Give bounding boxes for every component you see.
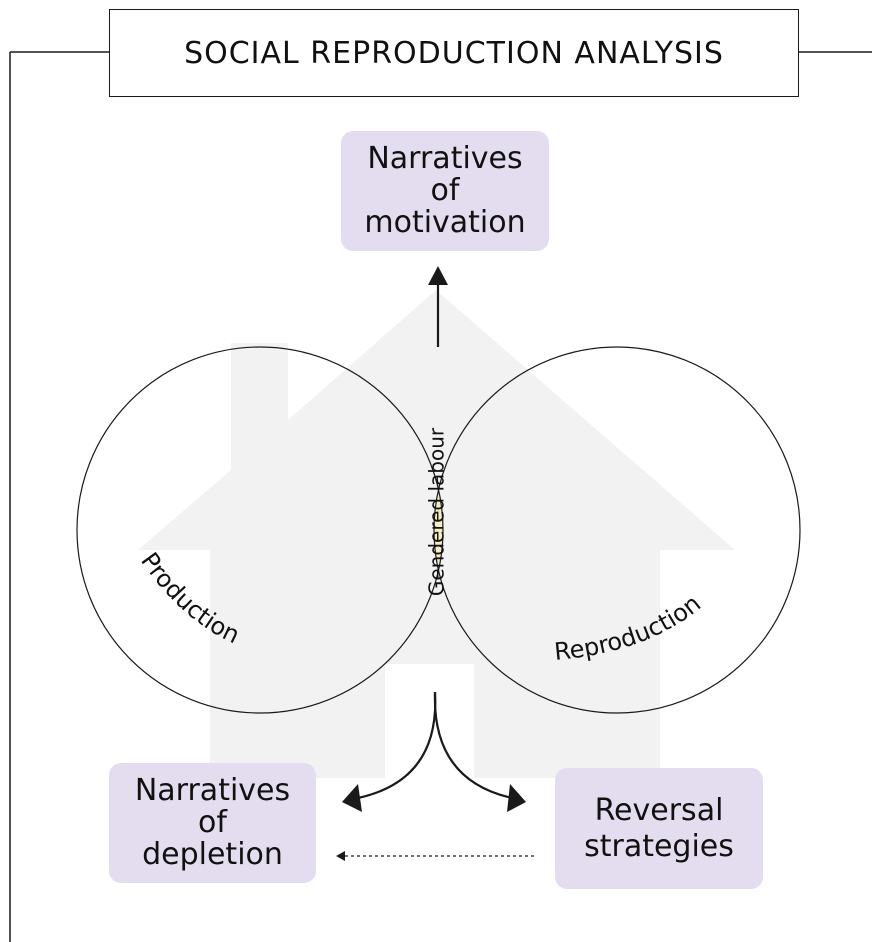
node-label-line: Narratives	[134, 773, 291, 808]
arrow-to-motivation-head	[428, 266, 448, 285]
arrow-to-reversal-line	[433, 691, 513, 800]
dotted-arrow-head	[336, 851, 345, 861]
node-label-line: strategies	[584, 828, 734, 864]
title-box: SOCIAL REPRODUCTION ANALYSIS	[109, 9, 799, 97]
arrow-to-reversal-head	[507, 784, 526, 812]
node-label-line: Reversal	[594, 792, 724, 828]
node-narratives-of-depletion: Narratives of depletion	[109, 763, 316, 883]
node-label-line: Narratives	[367, 141, 523, 176]
node-label-line: depletion	[142, 837, 283, 872]
diagram-title: SOCIAL REPRODUCTION ANALYSIS	[184, 35, 724, 71]
node-narratives-of-motivation: Narratives of motivation	[341, 131, 549, 251]
production-circle	[76, 346, 444, 714]
node-label-line: of	[430, 173, 460, 208]
reproduction-circle	[433, 346, 801, 714]
intersection-label: Gendered labour	[425, 427, 449, 596]
node-label-line: motivation	[364, 205, 526, 240]
node-reversal-strategies: Reversal strategies	[555, 768, 763, 889]
frame-lines	[9, 51, 872, 942]
node-label-line: of	[198, 805, 227, 840]
arrow-to-depletion-head	[342, 784, 362, 812]
